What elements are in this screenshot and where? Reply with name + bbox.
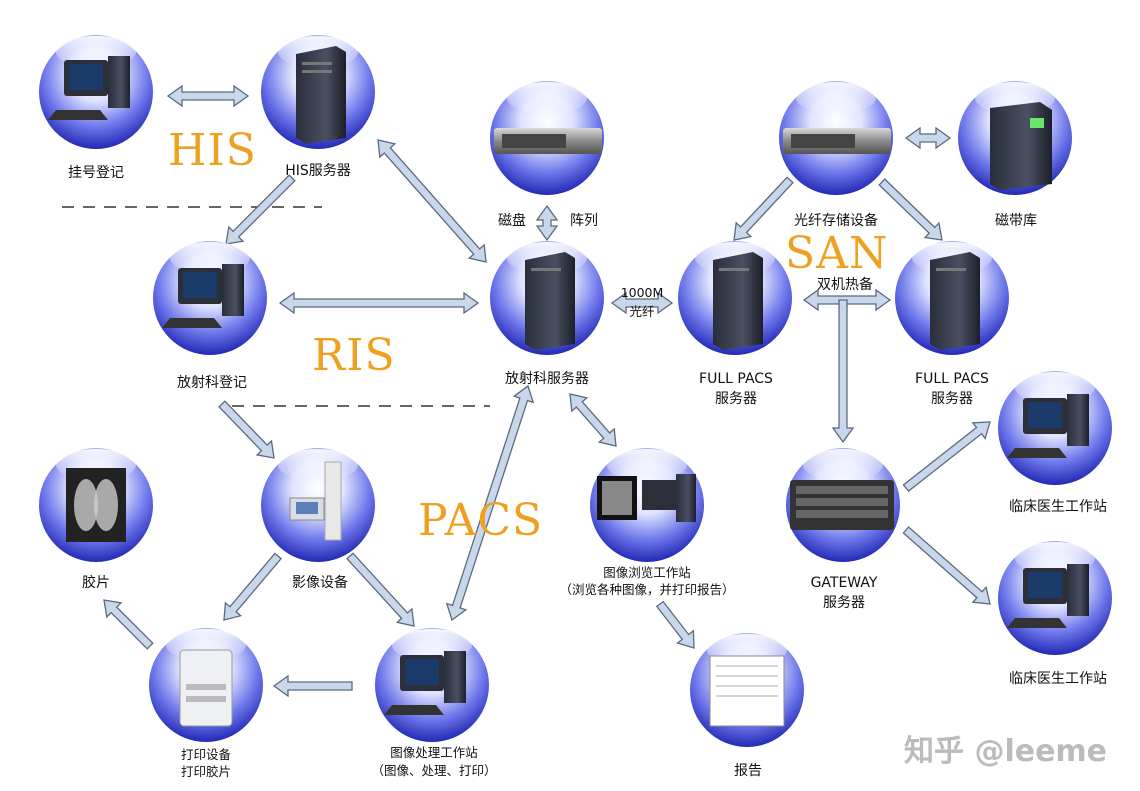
- imaging-device-node: [261, 448, 375, 562]
- link-medium-label: 光纤: [629, 304, 655, 319]
- tower-server-icon: [296, 46, 346, 144]
- report-document-icon: [709, 655, 785, 727]
- link-speed-label: 1000M: [620, 285, 664, 300]
- arrow-gateway-clinical-2: [902, 526, 991, 605]
- disk-label: 磁盘: [498, 213, 526, 229]
- arrow-storage-tape: [904, 126, 952, 150]
- radiology-server-label: 放射科服务器: [505, 371, 589, 387]
- rack-server-icon: [790, 480, 894, 530]
- viewing-workstation-label-line2: （浏览各种图像，并打印报告）: [559, 582, 735, 597]
- rack-storage-icon: [494, 128, 602, 154]
- imaging-equipment-icon: [289, 461, 342, 541]
- tower-server-icon: [525, 252, 575, 350]
- printer-label-line1: 打印设备: [180, 747, 231, 762]
- arrow-imaging-processing: [346, 552, 415, 627]
- arrow-processing-printer: [272, 674, 353, 698]
- full-pacs-server-1-node: [678, 241, 792, 355]
- xray-film-icon: [66, 468, 126, 542]
- clinical-workstation-1-label: 临床医生工作站: [1009, 499, 1107, 515]
- dual-monitor-icon: [597, 474, 696, 522]
- rack-storage-icon: [783, 128, 891, 154]
- his-server-node: [261, 35, 375, 149]
- tape-library-label: 磁带库: [995, 213, 1037, 229]
- registration-pc-node: [39, 35, 153, 149]
- desktop-computer-icon: [384, 651, 466, 715]
- processing-workstation-label-line1: 图像处理工作站: [390, 745, 478, 760]
- processing-workstation-label-line2: （图像、处理、打印）: [371, 763, 497, 778]
- hot-standby-label: 双机热备: [817, 277, 873, 293]
- desktop-computer-icon: [1007, 564, 1089, 628]
- registration-label: 挂号登记: [68, 165, 124, 181]
- san-section-title: SAN: [785, 228, 889, 279]
- radiology-registration-label: 放射科登记: [177, 375, 247, 391]
- arrow-imaging-printer: [223, 552, 283, 621]
- processing-workstation-node: [375, 628, 489, 742]
- viewing-workstation-node: [590, 448, 704, 562]
- gateway-label-line1: GATEWAY: [810, 575, 878, 591]
- his-section-title: HIS: [168, 125, 257, 176]
- report-label: 报告: [734, 763, 762, 779]
- film-printer-icon: [179, 649, 233, 727]
- arrow-storage-pacs1: [733, 176, 794, 241]
- ris-section-title: RIS: [312, 330, 396, 381]
- desktop-computer-icon: [1007, 394, 1089, 458]
- arrow-his-registration-ris: [225, 174, 296, 245]
- viewing-workstation-label-line1: 图像浏览工作站: [603, 565, 691, 580]
- film-node: [39, 448, 153, 562]
- arrow-disk-array: [535, 204, 559, 242]
- radiology-registration-pc-node: [153, 241, 267, 355]
- fiber-storage-node: [779, 81, 893, 195]
- full-pacs-2-label-line2: 服务器: [931, 391, 973, 407]
- his-server-label: HIS服务器: [285, 163, 351, 179]
- arrow-his-radiology-server: [377, 139, 487, 263]
- full-pacs-server-2-node: [895, 241, 1009, 355]
- radiology-server-node: [490, 241, 604, 355]
- arrow-gateway-clinical-1: [902, 421, 991, 493]
- tower-server-icon: [713, 252, 763, 350]
- film-label: 胶片: [82, 575, 110, 591]
- arrow-server-viewing: [569, 393, 617, 447]
- tower-server-icon: [930, 252, 980, 350]
- arrow-processing-radiology-server: [445, 384, 535, 622]
- arrow-registration-imaging: [218, 400, 275, 459]
- fiber-storage-label: 光纤存储设备: [794, 213, 878, 229]
- arrow-fiber-link: [610, 291, 674, 315]
- full-pacs-2-label-line1: FULL PACS: [915, 371, 989, 387]
- imaging-device-label: 影像设备: [292, 575, 348, 591]
- full-pacs-1-label-line2: 服务器: [715, 391, 757, 407]
- gateway-server-node: [786, 448, 900, 562]
- arrow-registration-his: [166, 84, 250, 108]
- clinical-workstation-1-node: [998, 371, 1112, 485]
- tape-library-node: [958, 81, 1072, 195]
- clinical-workstation-2-label: 临床医生工作站: [1009, 671, 1107, 687]
- tape-library-icon: [990, 102, 1052, 190]
- array-label: 阵列: [570, 213, 598, 229]
- full-pacs-1-label-line1: FULL PACS: [699, 371, 773, 387]
- pacs-section-title: PACS: [418, 495, 544, 546]
- arrow-printer-film: [103, 599, 154, 650]
- arrow-viewing-report: [655, 600, 695, 649]
- gateway-label-line2: 服务器: [823, 595, 865, 611]
- disk-array-node: [490, 81, 604, 195]
- clinical-workstation-2-node: [998, 541, 1112, 655]
- desktop-computer-icon: [48, 56, 130, 120]
- printer-node: [149, 628, 263, 742]
- printer-label-line2: 打印胶片: [180, 764, 231, 779]
- report-node: [690, 633, 804, 747]
- connection-arrows: [103, 84, 991, 698]
- arrow-storage-pacs2: [878, 178, 943, 241]
- arrow-standby-gateway: [831, 299, 855, 444]
- watermark: 知乎 @leeme: [904, 734, 1108, 769]
- arrow-radiology-reg-server: [278, 291, 480, 315]
- desktop-computer-icon: [162, 264, 244, 328]
